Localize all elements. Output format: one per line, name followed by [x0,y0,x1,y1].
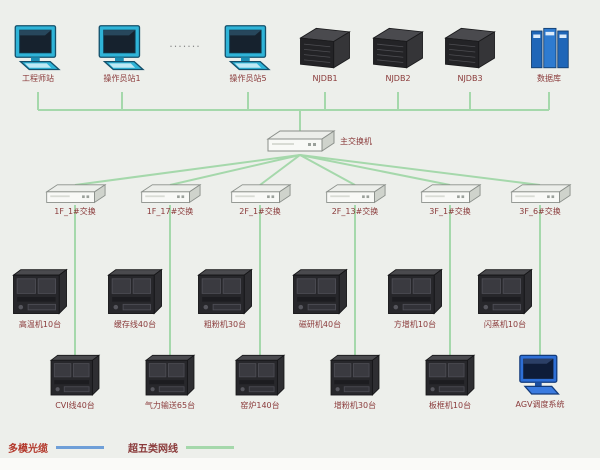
node-label: 3F_6#交换 [519,207,561,216]
database-icon [521,24,577,73]
node-label: 气力输送65台 [144,401,196,410]
node-server-njdb3: NJDB3 [435,24,505,83]
node-label: 工程师站 [22,74,54,83]
node-device-r2-5: 板框机10台 [415,352,485,410]
machine-icon [193,266,257,319]
node-label: 高温机10台 [18,320,62,329]
node-label: 1F_17#交换 [146,207,194,216]
node-device-r2-2: 气力输送65台 [135,352,205,410]
node-agv-system: AGV调度系统 [505,352,575,409]
machine-icon [8,266,72,319]
server-icon [442,24,498,73]
switch-icon [508,183,572,206]
node-label: 粗粉机30台 [203,320,247,329]
node-server-njdb1: NJDB1 [290,24,360,83]
node-label: 窑炉140台 [240,401,280,410]
ellipsis-dots: ······· [169,40,201,53]
node-device-r2-4: 增粉机30台 [320,352,390,410]
node-device-r1-1: 高温机10台 [5,266,75,329]
node-label: NJDB3 [457,74,483,83]
node-switch-3f-1: 3F_1#交换 [414,183,486,216]
node-label: NJDB2 [385,74,411,83]
machine-icon [421,352,479,400]
node-switch-2f-1: 2F_1#交换 [224,183,296,216]
switch-icon [43,183,107,206]
node-server-njdb2: NJDB2 [363,24,433,83]
computer-icon [10,24,66,73]
switch-icon [264,129,336,155]
node-label: 增粉机30台 [333,401,377,410]
node-device-r2-3: 窑炉140台 [225,352,295,410]
switch-icon [418,183,482,206]
node-label: 缓存线40台 [113,320,157,329]
server-icon [297,24,353,73]
computer-icon [94,24,150,73]
node-operator-station-1: 操作员站1 [87,24,157,83]
node-label: 操作员站5 [229,74,267,83]
computer-icon [513,352,567,399]
machine-icon [473,266,537,319]
node-database: 数据库 [514,24,584,83]
node-label: 2F_1#交换 [239,207,281,216]
legend: 多模光缆 超五类网线 [8,440,234,455]
machine-icon [103,266,167,319]
machine-icon [141,352,199,400]
machine-icon [383,266,447,319]
fiber-line-swatch [56,446,104,449]
switch-icon [138,183,202,206]
node-label: CVI线40台 [55,401,95,410]
machine-icon [288,266,352,319]
machine-icon [326,352,384,400]
node-operator-station-5: 操作员站5 [213,24,283,83]
node-switch-2f-13: 2F_13#交换 [319,183,391,216]
bottom-strip [0,458,600,470]
node-device-r1-4: 磁研机40台 [285,266,355,329]
node-device-r1-6: 闪蒸机10台 [470,266,540,329]
node-main-switch [264,129,336,155]
node-label: 数据库 [537,74,561,83]
machine-icon [231,352,289,400]
node-device-r1-5: 方增机10台 [380,266,450,329]
node-switch-3f-6: 3F_6#交换 [504,183,576,216]
main-switch-label: 主交换机 [340,137,372,146]
switch-icon [228,183,292,206]
server-icon [370,24,426,73]
computer-icon [220,24,276,73]
switch-icon [323,183,387,206]
node-device-r1-2: 缓存线40台 [100,266,170,329]
node-switch-1f-1: 1F_1#交换 [39,183,111,216]
node-label: 操作员站1 [103,74,141,83]
cat5-line-swatch [186,446,234,449]
node-device-r2-1: CVI线40台 [40,352,110,410]
node-label: 磁研机40台 [298,320,342,329]
node-label: 2F_13#交换 [331,207,379,216]
node-label: 方增机10台 [393,320,437,329]
node-label: 3F_1#交换 [429,207,471,216]
node-switch-1f-17: 1F_17#交换 [134,183,206,216]
legend-fiber-label: 多模光缆 [8,444,48,455]
machine-icon [46,352,104,400]
node-label: NJDB1 [312,74,338,83]
node-label: 板框机10台 [428,401,472,410]
node-device-r1-3: 粗粉机30台 [190,266,260,329]
node-engineer-station: 工程师站 [3,24,73,83]
node-label: 闪蒸机10台 [483,320,527,329]
node-label: AGV调度系统 [515,400,565,409]
node-label: 1F_1#交换 [54,207,96,216]
legend-cat5-label: 超五类网线 [128,444,178,455]
